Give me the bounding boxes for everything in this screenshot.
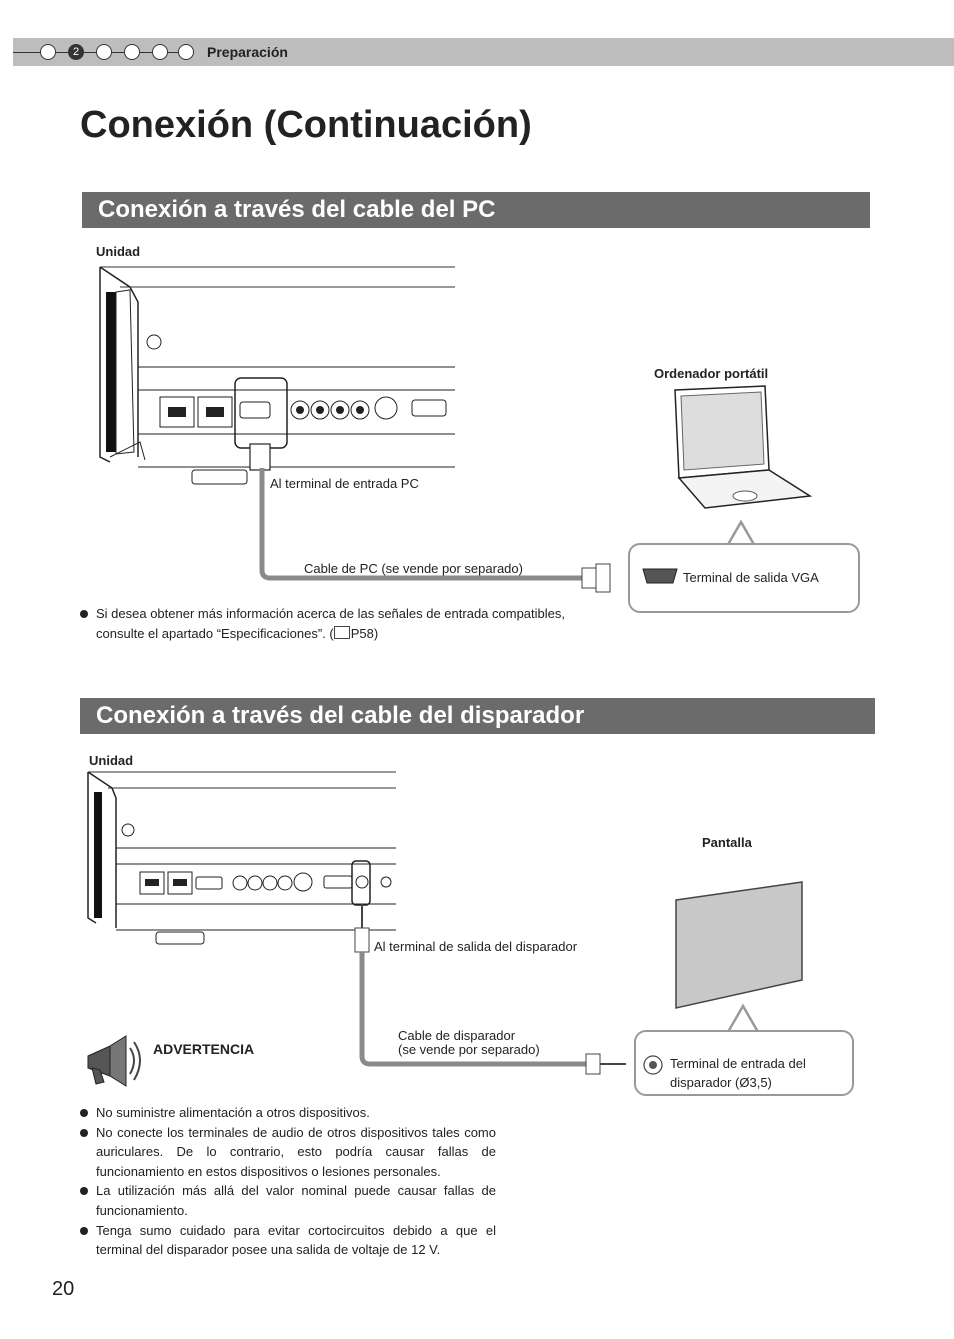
pc-note-suffix: ) xyxy=(373,626,379,641)
chapter-step-4 xyxy=(124,44,140,60)
vga-port-icon xyxy=(642,568,678,584)
warning-list: No suministre alimentación a otros dispo… xyxy=(80,1103,496,1260)
chapter-step-1 xyxy=(40,44,56,60)
step-connector xyxy=(84,52,96,53)
warning-item: Tenga sumo cuidado para evitar cortocirc… xyxy=(80,1221,496,1260)
page-number: 20 xyxy=(52,1278,75,1300)
step-connector xyxy=(112,52,124,53)
pc-note-item: Si desea obtener más información acerca … xyxy=(80,604,620,644)
trigger-cable-label-line1: Cable de disparador xyxy=(398,1028,516,1043)
pc-cable xyxy=(259,468,611,593)
page-title: Conexión (Continuación) xyxy=(80,104,532,146)
pc-cable-label: Cable de PC (se vende por separado) xyxy=(304,561,523,576)
vga-terminal-callout: Terminal de salida VGA xyxy=(628,543,860,613)
trigger-terminal-callout: Terminal de entrada del disparador (Ø3,5… xyxy=(634,1030,854,1096)
chapter-step-line xyxy=(13,52,41,53)
chapter-step-6 xyxy=(178,44,194,60)
step-connector xyxy=(56,52,68,53)
trigger-out-label: Al terminal de salida del disparador xyxy=(374,939,578,954)
chapter-step-2: 2 xyxy=(68,44,84,60)
trigger-terminal-label: Terminal de entrada del disparador (Ø3,5… xyxy=(670,1054,806,1092)
chapter-title: Preparación xyxy=(207,44,288,60)
book-icon xyxy=(333,626,350,639)
warning-megaphone-icon xyxy=(87,1035,141,1087)
trigger-terminal-label-line1: Terminal de entrada del xyxy=(670,1056,806,1071)
warning-item: La utilización más allá del valor nomina… xyxy=(80,1181,496,1220)
pc-note-line1: Si desea obtener más información acerca … xyxy=(96,606,565,621)
projector-rear-panel-pc xyxy=(99,266,455,485)
screen-label: Pantalla xyxy=(702,835,752,850)
laptop-icon xyxy=(674,385,813,509)
warning-item: No conecte los terminales de audio de ot… xyxy=(80,1123,496,1182)
trigger-cable xyxy=(354,904,626,1075)
trigger-cable-label-line2: (se vende por separado) xyxy=(398,1042,540,1057)
unit-label-trigger: Unidad xyxy=(89,753,134,768)
vga-terminal-label: Terminal de salida VGA xyxy=(683,570,819,585)
rear-ports-trigger xyxy=(139,871,392,895)
chapter-step-3 xyxy=(96,44,112,60)
warning-title: ADVERTENCIA xyxy=(153,1041,255,1057)
pc-note-line2: consulte el apartado “Especificaciones”.… xyxy=(96,626,334,641)
section-heading-pc: Conexión a través del cable del PC xyxy=(82,192,870,228)
trigger-cable-label: Cable de disparador (se vende por separa… xyxy=(398,1029,540,1057)
pc-input-label: Al terminal de entrada PC xyxy=(270,476,419,491)
warning-item: No suministre alimentación a otros dispo… xyxy=(80,1103,496,1123)
step-connector xyxy=(140,52,152,53)
callout-pointer-vga xyxy=(724,519,758,549)
pc-note-ref: P58 xyxy=(350,626,374,641)
section-heading-trigger: Conexión a través del cable del disparad… xyxy=(80,698,875,734)
callout-pointer-trigger xyxy=(726,1003,760,1033)
pc-note: Si desea obtener más información acerca … xyxy=(80,604,620,644)
trigger-terminal-label-line2: disparador (Ø3,5) xyxy=(670,1075,772,1090)
trigger-jack-icon xyxy=(643,1055,663,1075)
step-connector xyxy=(168,52,180,53)
unit-label-pc: Unidad xyxy=(96,244,141,259)
laptop-label: Ordenador portátil xyxy=(654,366,769,381)
projector-rear-panel-trigger xyxy=(87,771,396,945)
chapter-step-5 xyxy=(152,44,168,60)
projection-screen-icon xyxy=(675,881,803,1009)
rear-ports-pc xyxy=(159,396,447,428)
